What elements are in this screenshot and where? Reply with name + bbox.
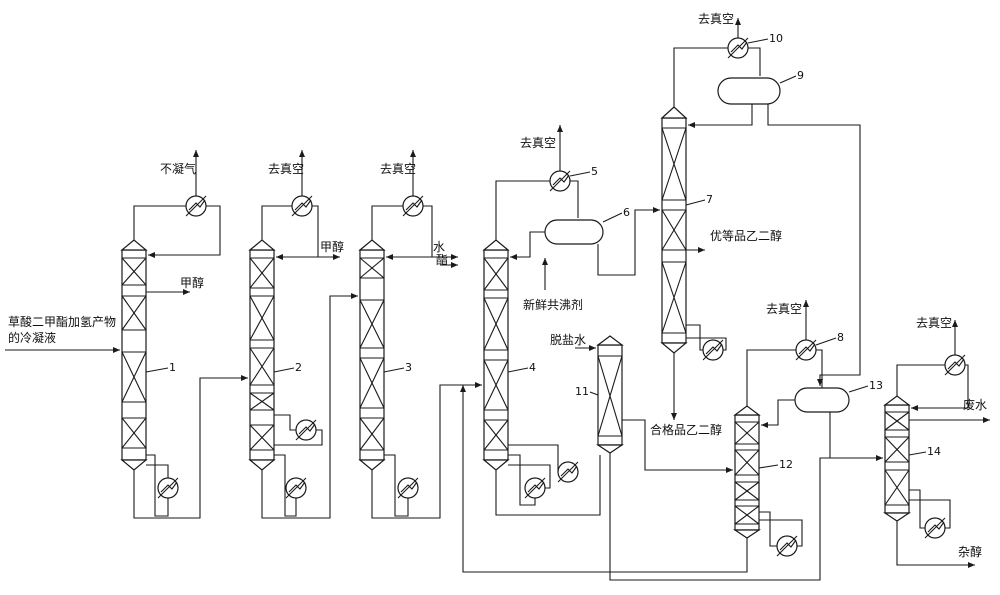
label-methanol-top-2: 甲醇 <box>320 239 344 254</box>
reflux-drum-9 <box>717 77 781 114</box>
condenser-10 <box>727 37 749 59</box>
leader-lines <box>145 38 927 469</box>
label-fresh-entrainer: 新鲜共沸剂 <box>523 297 583 312</box>
condenser-3 <box>402 195 424 217</box>
label-ester-3: 酯 <box>436 253 448 267</box>
reboiler-7 <box>702 339 724 361</box>
column-7 <box>660 106 688 354</box>
label-vacuum-14: 去真空 <box>916 316 952 330</box>
label-vacuum-2: 去真空 <box>268 162 304 176</box>
label-mixed-alcohols: 杂醇 <box>958 544 982 559</box>
condenser-8 <box>795 339 817 361</box>
condenser-1 <box>185 195 207 217</box>
column-2 <box>248 239 276 471</box>
decanter-6 <box>544 219 604 254</box>
equipment-number-9: 9 <box>797 69 804 82</box>
equipment-number-1: 1 <box>169 361 176 374</box>
reboiler-14 <box>924 517 946 539</box>
equipment-number-14: 14 <box>927 445 941 458</box>
label-qualified-eg: 合格品乙二醇 <box>650 422 722 437</box>
label-noncondensable: 不凝气 <box>160 161 196 176</box>
label-methanol-side-1: 甲醇 <box>180 275 204 290</box>
equipment-number-6: 6 <box>623 206 630 219</box>
equipment-number-10: 10 <box>769 32 783 45</box>
equipment-numbers: 1 2 3 4 5 6 7 8 9 10 11 12 13 14 <box>169 32 941 471</box>
reboiler-3 <box>397 477 419 499</box>
label-vacuum-4: 去真空 <box>520 136 556 150</box>
reboiler-12 <box>776 535 798 557</box>
reboiler-2 <box>285 477 307 499</box>
equipment-number-13: 13 <box>869 379 883 392</box>
side-reboiler-2 <box>295 419 317 441</box>
equipment-number-12: 12 <box>779 458 793 471</box>
label-vacuum-7: 去真空 <box>698 12 734 26</box>
label-wastewater: 废水 <box>963 397 987 412</box>
equipment-number-5: 5 <box>591 165 598 178</box>
feed-label-line1: 草酸二甲酯加氢产物 <box>8 314 116 329</box>
piping <box>5 18 990 581</box>
reboiler-4b <box>557 461 579 483</box>
equipment-number-7: 7 <box>706 193 713 206</box>
equipment-number-4: 4 <box>529 361 536 374</box>
condenser-14 <box>944 354 966 376</box>
column-12 <box>733 405 761 539</box>
column-1 <box>120 239 148 471</box>
column-4 <box>482 239 510 471</box>
label-water-3: 水 <box>433 240 445 254</box>
label-vacuum-3: 去真空 <box>380 162 416 176</box>
equipment-number-3: 3 <box>405 361 412 374</box>
condenser-2 <box>291 195 313 217</box>
reboiler-4a <box>524 477 546 499</box>
equipment-number-8: 8 <box>837 331 844 344</box>
feed-label-line2: 的冷凝液 <box>8 330 56 345</box>
stream-labels: 草酸二甲酯加氢产物 的冷凝液 不凝气 甲醇 去真空 甲醇 去真空 水 酯 去真空… <box>8 12 987 559</box>
label-desalted-water: 脱盐水 <box>550 332 586 347</box>
column-3 <box>358 239 386 471</box>
equipment-number-11: 11 <box>575 385 589 398</box>
condenser-5 <box>549 170 571 192</box>
equipment-number-2: 2 <box>295 361 302 374</box>
column-14 <box>883 395 911 522</box>
label-premium-eg: 优等品乙二醇 <box>710 228 782 243</box>
reboiler-1 <box>157 477 179 499</box>
decanter-13 <box>794 387 850 413</box>
column-11 <box>596 335 624 454</box>
label-vacuum-12: 去真空 <box>766 302 802 316</box>
